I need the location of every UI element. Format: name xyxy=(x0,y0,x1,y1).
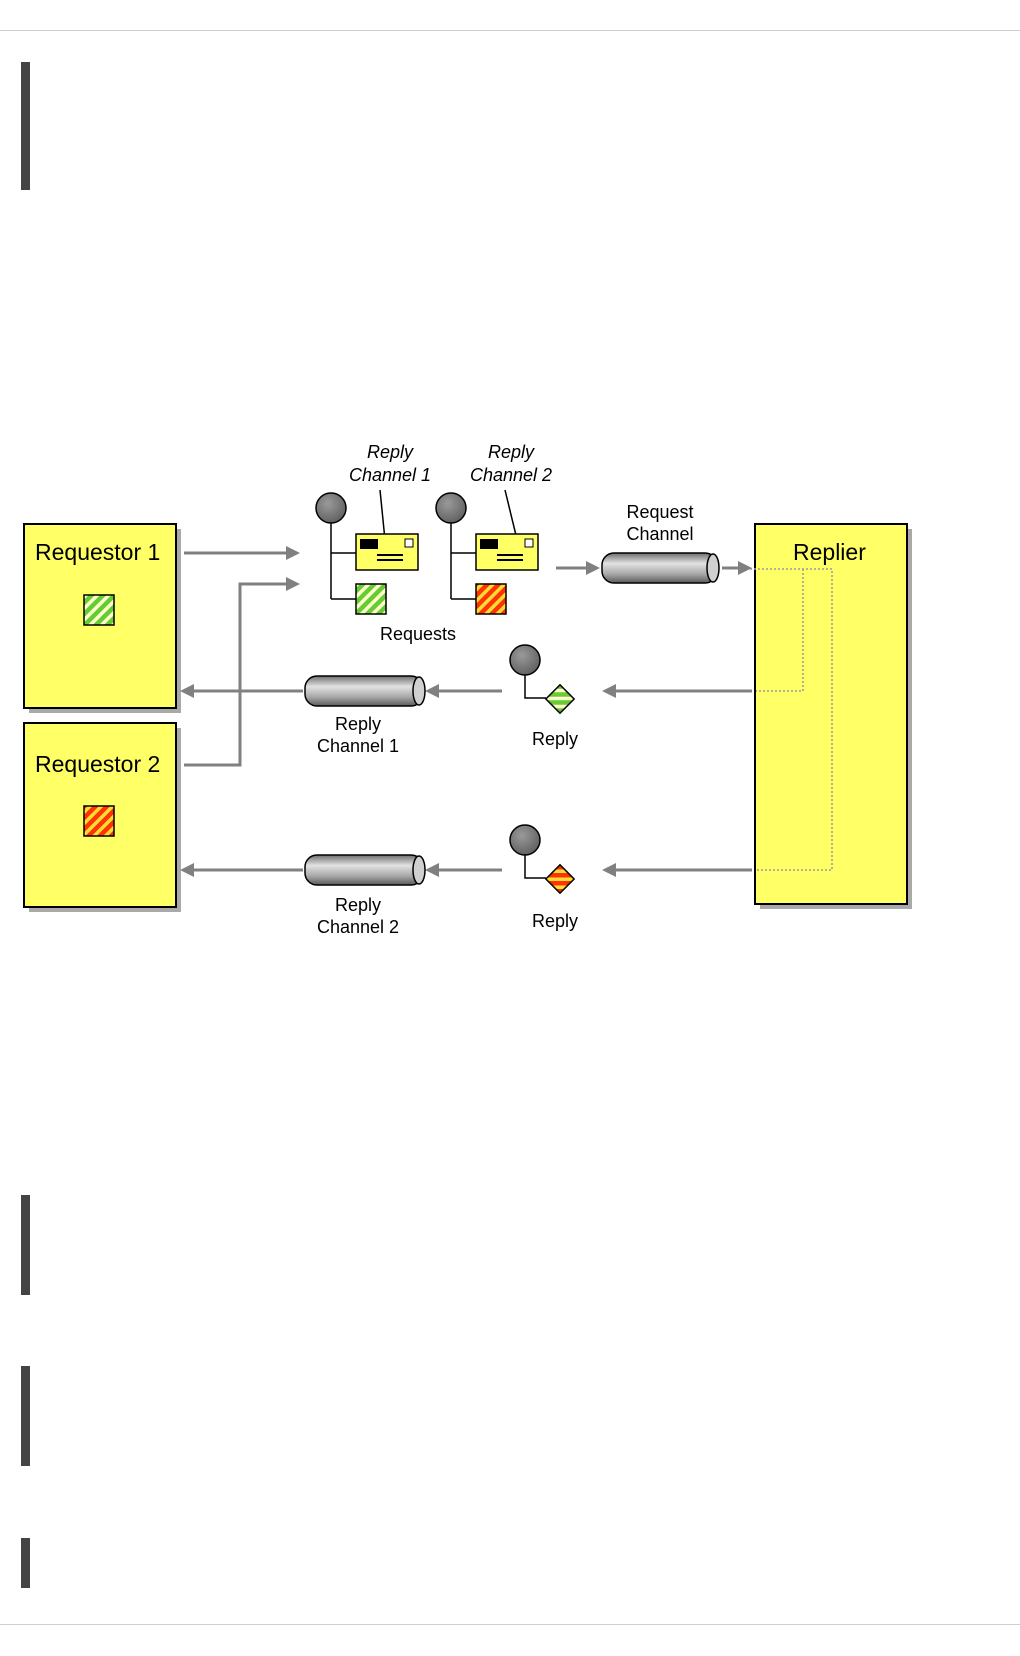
requestor-1-box: Requestor 1 xyxy=(23,523,181,713)
message-header-ball-icon xyxy=(509,824,541,856)
arrow-head xyxy=(286,546,300,560)
margin-bar xyxy=(21,1366,30,1466)
reply-1-label: Reply xyxy=(532,729,578,749)
reply-channel-2-note-line1: Reply xyxy=(488,442,535,462)
requestor-2-label: Requestor 2 xyxy=(35,751,160,777)
margin-bar xyxy=(21,1195,30,1295)
top-divider xyxy=(0,30,1020,31)
arrow-head xyxy=(286,577,300,591)
message-header-ball-icon xyxy=(315,492,347,524)
green-token-icon xyxy=(544,683,576,715)
requestor-1-label: Requestor 1 xyxy=(35,539,160,565)
reply-channel-1-pipe-icon xyxy=(304,675,426,707)
replier-label: Replier xyxy=(793,539,866,565)
reply-channel-2-pipe-icon xyxy=(304,854,426,886)
message-header-ball-icon xyxy=(509,644,541,676)
green-token-icon xyxy=(83,594,115,626)
reply-channel-2-label-line2: Channel 2 xyxy=(317,917,399,937)
envelope-icon xyxy=(355,533,419,571)
red-token-icon xyxy=(475,583,507,615)
requests-label: Requests xyxy=(380,624,456,644)
message-header-ball-icon xyxy=(435,492,467,524)
red-token-icon xyxy=(83,805,115,837)
request-message-1 xyxy=(315,492,419,615)
reply-channel-1-note-line2: Channel 1 xyxy=(349,465,431,485)
request-channel-pipe-icon xyxy=(601,552,720,584)
margin-bar xyxy=(21,62,30,190)
bottom-divider xyxy=(0,1624,1020,1625)
request-message-2 xyxy=(435,492,539,615)
request-arrows xyxy=(184,551,290,767)
reply-channel-2-label-line1: Reply xyxy=(335,895,381,915)
requestor-2-box: Requestor 2 xyxy=(23,722,181,912)
envelope-icon xyxy=(475,533,539,571)
reply-channel-1-note-line1: Reply xyxy=(367,442,414,462)
reply-channel-1-label-line1: Reply xyxy=(335,714,381,734)
margin-bar xyxy=(21,1538,30,1588)
green-token-icon xyxy=(355,583,387,615)
request-channel-label-line1: Request xyxy=(626,502,693,522)
request-channel-label-line2: Channel xyxy=(626,524,693,544)
reply-message-2 xyxy=(509,824,576,895)
reply-2-label: Reply xyxy=(532,911,578,931)
reply-message-1 xyxy=(509,644,576,715)
reply-channel-2-note-line2: Channel 2 xyxy=(470,465,552,485)
red-token-icon xyxy=(544,863,576,895)
replier-box: Replier xyxy=(738,523,912,909)
reply-channel-1-label-line2: Channel 1 xyxy=(317,736,399,756)
